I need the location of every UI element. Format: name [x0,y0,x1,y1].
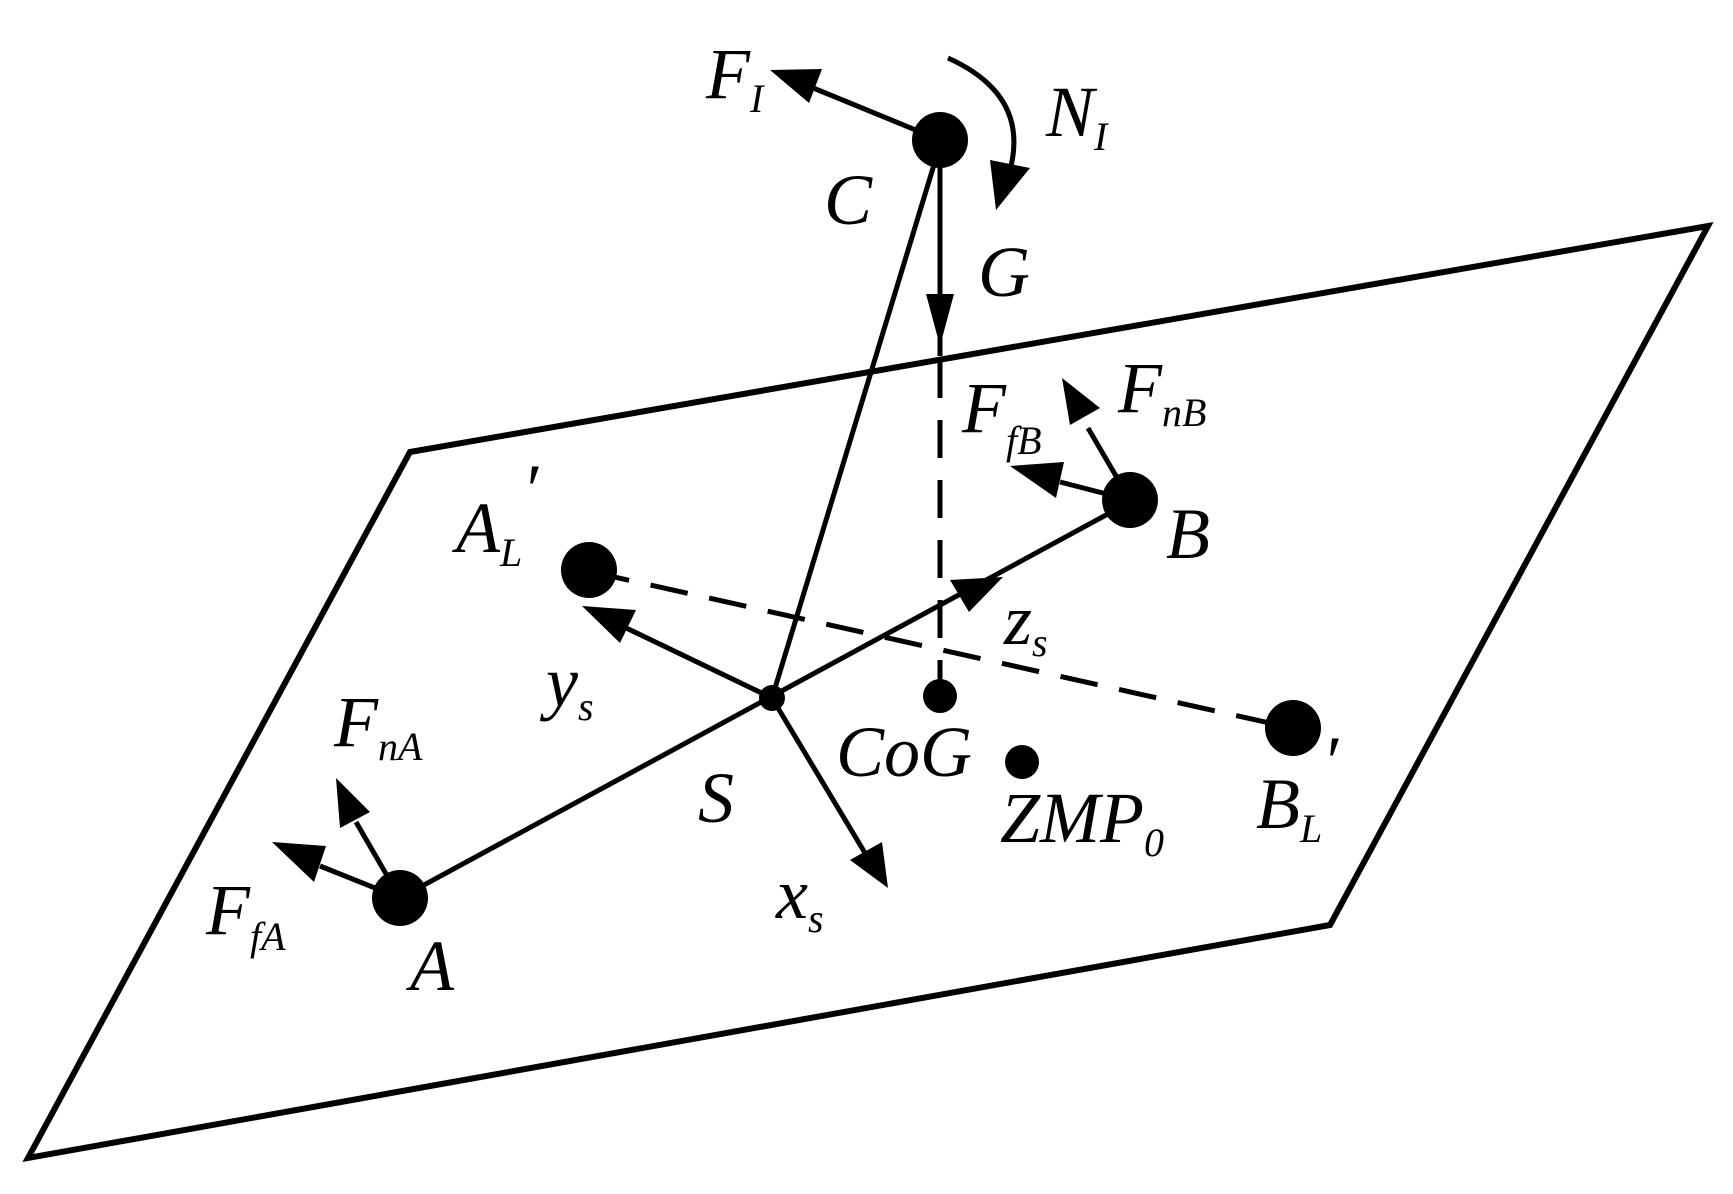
ys-arrowhead [582,606,636,643]
fna-arrowhead [336,778,370,828]
label-s: S [698,758,734,838]
label-f-fb: FfB [961,368,1042,463]
label-al-prime: AL′ [452,450,539,575]
ffa-arrowhead [272,842,326,882]
label-f-fa: FfA [205,870,286,959]
point-bl-prime [1265,700,1321,756]
ni-arrowhead [990,160,1030,210]
support-plane [22,221,1714,1163]
xs-axis [769,696,871,860]
label-f-na: FnA [333,682,423,769]
point-zmp0 [1005,745,1039,779]
label-y-s: ys [539,642,594,729]
label-cog: CoG [836,712,972,792]
point-al-prime [561,542,617,598]
ys-axis [618,622,774,701]
fnb-arrowhead [1062,378,1100,425]
label-a: A [406,926,455,1006]
fi-arrowhead [770,69,822,103]
gravity-arrowhead [926,294,954,346]
label-f-i: FI [705,34,765,121]
point-b [1102,472,1158,528]
label-f-nb: FnB [1117,348,1206,435]
point-cog [923,679,957,713]
c-to-s-line [769,144,943,699]
point-a [372,870,428,926]
ffb-arrowhead [1010,462,1064,498]
point-s [759,685,785,711]
label-n-i: NI [1045,72,1109,159]
point-c [912,112,968,168]
label-zmp0: ZMP0 [1000,778,1164,865]
zs-arrowhead [950,577,1003,612]
ni-moment-arc [946,55,1017,171]
label-b: B [1166,494,1210,574]
label-z-s: zs [1003,580,1048,665]
label-c: C [824,160,873,240]
label-bl-prime: BL′ [1256,722,1339,851]
xs-arrowhead [850,842,888,888]
label-g: G [978,232,1030,312]
label-x-s: xs [775,854,824,941]
